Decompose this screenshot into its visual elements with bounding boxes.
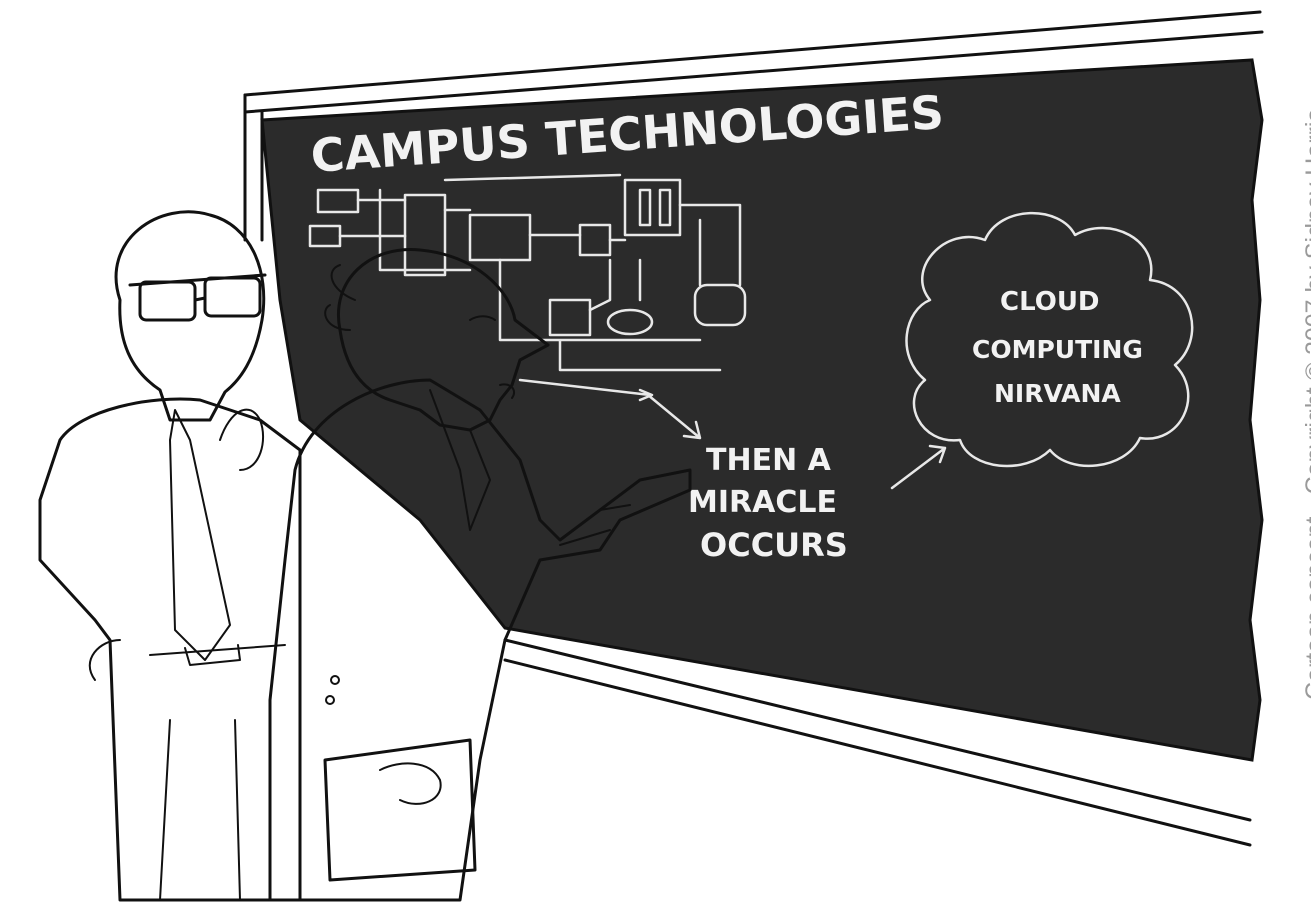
man-with-glasses (38, 210, 302, 902)
circuit-diagram (308, 173, 747, 402)
cloud-line-3: NIRVANA (994, 379, 1121, 408)
chalkboard (260, 58, 1264, 762)
man-pointing (268, 248, 692, 902)
arrows (646, 393, 947, 490)
cloud-shape (905, 211, 1194, 468)
copyright-credit: Cartoon concept - Copyright © 2007 by Si… (1301, 109, 1311, 700)
cloud-line-1: CLOUD (1000, 287, 1100, 317)
miracle-line-2: MIRACLE (688, 485, 837, 520)
cloud-line-2: COMPUTING (972, 335, 1143, 364)
miracle-line-3: OCCURS (700, 526, 848, 564)
miracle-line-1: THEN A (706, 443, 832, 478)
chalkboard-frame (243, 10, 1264, 847)
